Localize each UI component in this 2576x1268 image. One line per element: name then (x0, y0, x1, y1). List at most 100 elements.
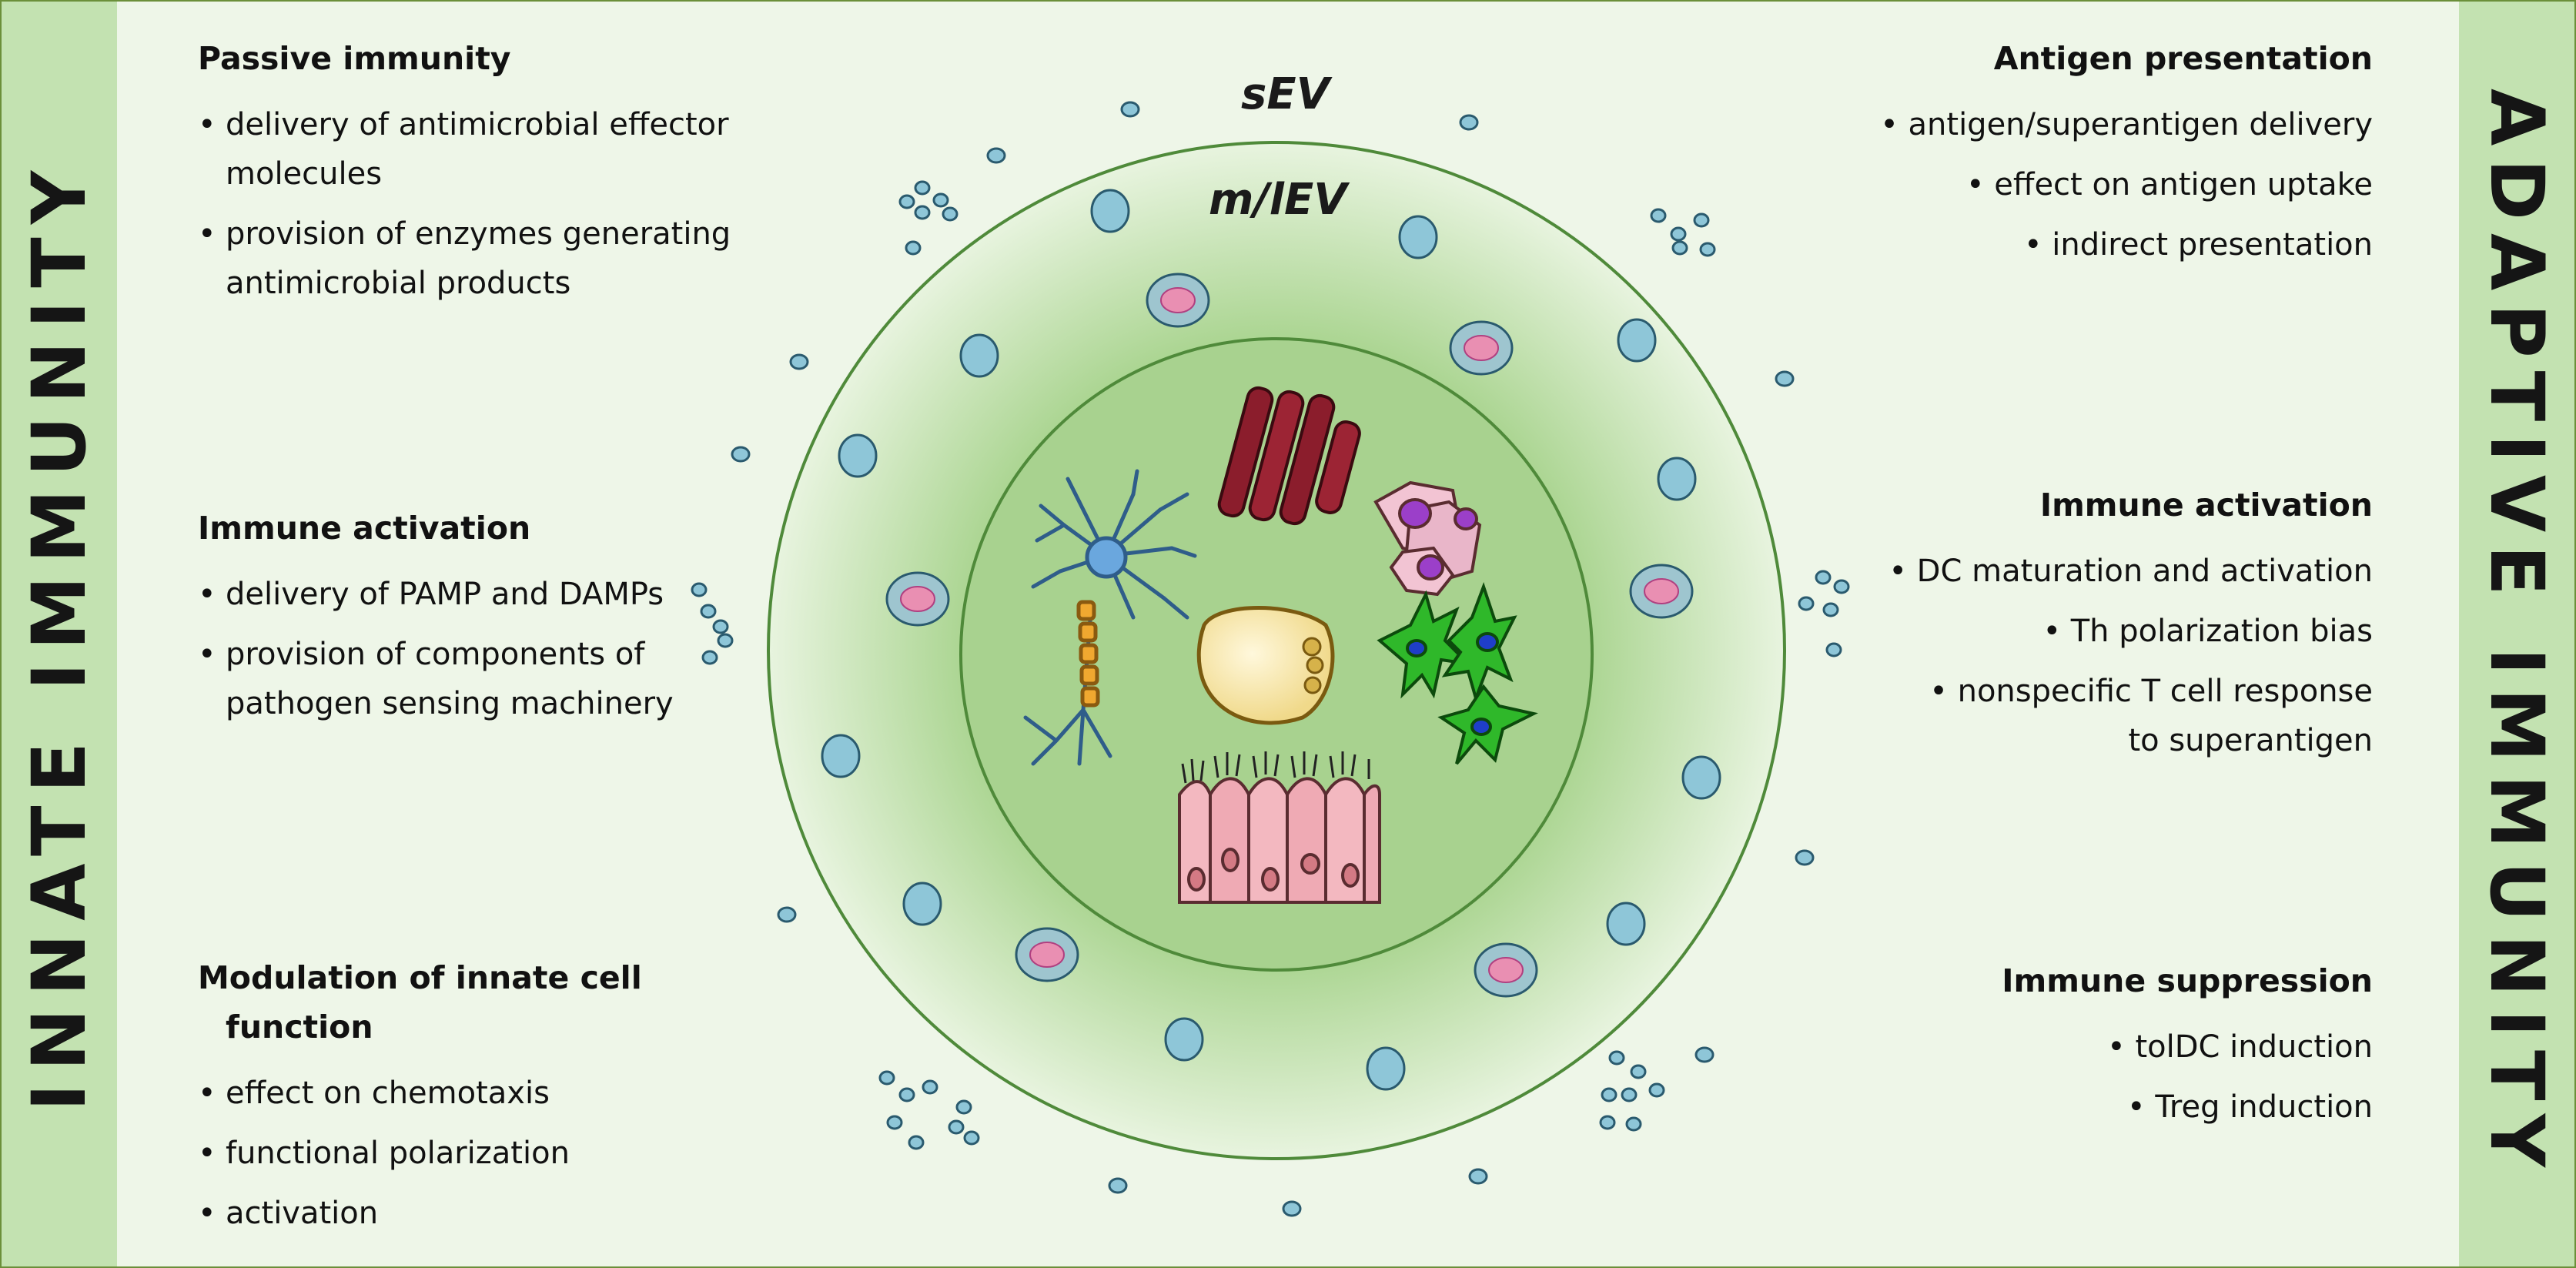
vesicle (955, 1099, 972, 1115)
microvesicle-cargo (1029, 942, 1065, 968)
section-title: Antigen presentation (1993, 40, 2373, 77)
vesicle (948, 1119, 965, 1135)
section-title: Passive immunity (198, 40, 511, 77)
antigen-presentation-section: Antigen presentation antigen/superantige… (1772, 34, 2373, 269)
immune-suppression-section: Immune suppression tolDC induction Treg … (1772, 956, 2373, 1132)
vesicle (1798, 596, 1815, 611)
ciliated-epithelium-icon (1178, 751, 1381, 904)
vesicle (963, 1130, 980, 1146)
vesicle (1398, 215, 1438, 259)
vesicle (986, 147, 1006, 164)
list-item: DC maturation and activation (1889, 547, 2373, 596)
list-item: functional polarization (198, 1129, 768, 1178)
adaptive-immunity-band: ADAPTIVE IMMUNITY (2459, 2, 2574, 1266)
vesicle (1366, 1046, 1406, 1091)
vesicle (898, 194, 915, 209)
vesicle (905, 240, 922, 256)
vesicle (922, 1079, 938, 1095)
epithelial-cells-icon (1373, 480, 1482, 597)
vesicle-group (691, 101, 1850, 1217)
vesicle (1694, 1046, 1715, 1063)
vesicle (1108, 1177, 1128, 1194)
vesicle (1625, 1116, 1642, 1132)
list-item: Treg induction (2127, 1082, 2373, 1132)
vesicle (1621, 1087, 1638, 1102)
vesicle (1282, 1200, 1302, 1217)
microvesicle-cargo (1464, 335, 1499, 361)
vesicle (838, 433, 878, 478)
vesicle (1599, 1115, 1616, 1130)
vesicle (1648, 1082, 1665, 1098)
vesicle (777, 906, 797, 923)
list-item: provision of enzymes generatingantimicro… (198, 209, 768, 308)
section-title: Immune suppression (2002, 962, 2373, 999)
vesicle (1671, 240, 1688, 256)
innate-immunity-band: INNATE IMMUNITY (2, 2, 117, 1266)
vesicle (959, 333, 999, 378)
vesicle (1120, 101, 1140, 118)
sev-label: sEV (1241, 69, 1330, 119)
vesicle (1650, 208, 1667, 223)
vesicle (1601, 1087, 1618, 1102)
list-item: effect on antigen uptake (1966, 160, 2373, 209)
vesicle (1468, 1168, 1488, 1185)
vesicle (1670, 226, 1687, 242)
mlev-label: m/lEV (1209, 175, 1347, 225)
list-item: antigen/superantigen delivery (1880, 100, 2373, 149)
vesicle (1822, 602, 1839, 617)
adaptive-immune-activation-section: Immune activation DC maturation and acti… (1772, 480, 2373, 765)
vesicle (902, 882, 942, 926)
list-item: delivery of antimicrobial effectormolecu… (198, 100, 768, 199)
vesicle (1630, 1064, 1647, 1079)
muscle-fiber-icon (1217, 386, 1361, 526)
vesicle (821, 734, 861, 778)
vesicle (1681, 755, 1721, 800)
stem-cell-icon (1196, 606, 1335, 725)
vesicle (1699, 242, 1716, 257)
innate-immune-activation-section: Immune activation delivery of PAMP and D… (198, 504, 768, 728)
vesicle (1090, 189, 1130, 233)
list-item: Th polarization bias (2042, 607, 2373, 656)
vesicle (1459, 114, 1479, 131)
microvesicle-cargo (1644, 578, 1679, 604)
vesicle (1657, 457, 1697, 501)
list-item: tolDC induction (2107, 1022, 2373, 1072)
neuron-icon (1023, 469, 1197, 766)
vesicle (1693, 212, 1710, 228)
vesicle (878, 1070, 895, 1086)
section-title: Immune activation (2039, 487, 2373, 524)
vesicle (898, 1087, 915, 1102)
vesicle (1833, 579, 1850, 594)
microvesicle-cargo (900, 586, 935, 612)
vesicle (731, 446, 751, 463)
list-item: delivery of PAMP and DAMPs (198, 570, 768, 619)
vesicle (789, 353, 809, 370)
vesicle (914, 180, 931, 196)
vesicle (1775, 370, 1795, 387)
microvesicle-cargo (1160, 287, 1196, 313)
vesicle (1606, 902, 1646, 946)
vesicle (942, 206, 958, 222)
vesicle (1608, 1050, 1625, 1066)
vesicle (886, 1115, 903, 1130)
passive-immunity-section: Passive immunity delivery of antimicrobi… (198, 34, 768, 308)
vesicle (1164, 1017, 1204, 1062)
vesicle (908, 1135, 925, 1150)
fibroblast-icon (1377, 582, 1538, 765)
vesicle (914, 205, 931, 220)
list-item: effect on chemotaxis (198, 1069, 768, 1118)
section-title: Immune activation (198, 510, 531, 547)
vesicle (932, 192, 949, 208)
vesicle (1825, 642, 1842, 657)
list-item: activation (198, 1189, 768, 1238)
vesicle (1815, 570, 1832, 585)
vesicle (1617, 318, 1657, 363)
list-item: indirect presentation (2024, 220, 2373, 269)
vesicle (1795, 849, 1815, 866)
